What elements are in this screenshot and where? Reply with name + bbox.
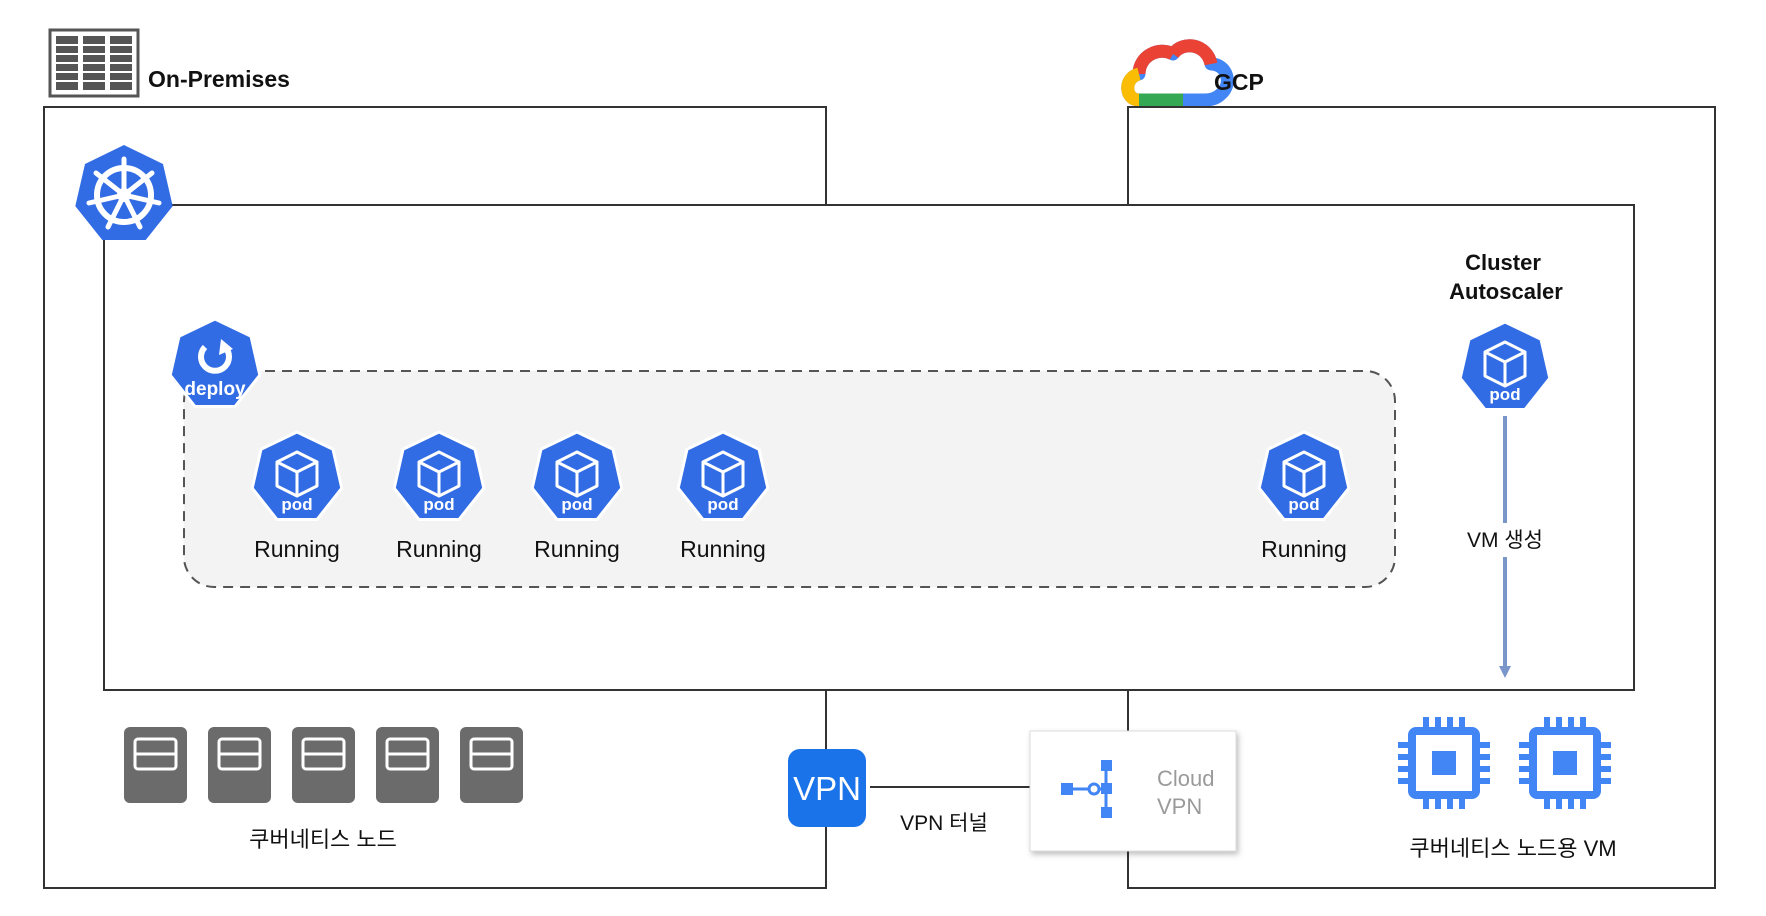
pods-layer: podRunningpodRunningpodRunningpodRunning… [250,430,1351,562]
server-node-icon [460,727,523,803]
cloud-vpn-label-line2: VPN [1157,794,1202,819]
pod-status: Running [534,536,620,562]
kubernetes-icon [75,145,173,240]
onprem-nodes-label: 쿠버네티스 노드 [249,827,397,852]
gcp-cloud-icon [1121,39,1234,107]
pod-icon-label: pod [1288,495,1319,514]
deploy-icon-label: deploy [184,379,246,400]
vm-chip-icon [1398,717,1490,809]
pod-icon-label: pod [561,495,592,514]
onprem-region: On-Premises [43,28,827,889]
cloud-vpn-card: Cloud VPN [1029,730,1237,852]
server-rack-icon [48,28,140,98]
vpn-badge-label: VPN [793,770,861,807]
server-node-icon [208,727,271,803]
pod-status: Running [1261,536,1347,562]
deployment-boundary [183,370,1396,588]
cloud-vpn-icon [1061,760,1112,818]
gcp-title: GCP [1214,69,1264,95]
autoscaler-pod-icon: pod [1458,320,1552,411]
gcp-vms: 쿠버네티스 노드용 VM [1398,717,1617,861]
onprem-title: On-Premises [148,66,290,92]
pod-icon: pod [392,430,486,521]
vpn-connection: VPN VPN 터널 Cloud VPN [788,730,1237,852]
vpn-badge: VPN [788,749,866,827]
pod-icon: pod [1257,430,1351,521]
autoscaler-title-line2: Autoscaler [1449,279,1563,304]
vm-create-label: VM 생성 [1467,529,1543,552]
server-node-icon [124,727,187,803]
gcp-vms-layer [1398,717,1611,809]
onprem-nodes: 쿠버네티스 노드 [124,727,523,852]
pod-status: Running [680,536,766,562]
cluster-autoscaler: Cluster Autoscaler pod VM 생성 [1449,250,1563,678]
vpn-tunnel-label: VPN 터널 [900,812,988,835]
pod-icon: pod [250,430,344,521]
gcp-region: GCP [1121,39,1716,889]
pod-icon-label: pod [423,495,454,514]
gcp-vms-label: 쿠버네티스 노드용 VM [1409,836,1616,861]
deployment-group: deploy podRunningpodRunningpodRunningpod… [168,317,1396,588]
pod-status: Running [254,536,340,562]
vm-chip-icon [1519,717,1611,809]
autoscaler-title-line1: Cluster [1465,250,1541,275]
server-node-icon [376,727,439,803]
cloud-vpn-label-line1: Cloud [1157,766,1214,791]
pod-icon: pod [530,430,624,521]
onprem-nodes-layer [124,727,523,803]
pod-icon-label: pod [707,495,738,514]
pod-status: Running [396,536,482,562]
pod-icon-label: pod [281,495,312,514]
server-node-icon [292,727,355,803]
deploy-icon: deploy [168,317,262,408]
autoscaler-pod-label: pod [1489,385,1520,404]
pod-icon: pod [676,430,770,521]
